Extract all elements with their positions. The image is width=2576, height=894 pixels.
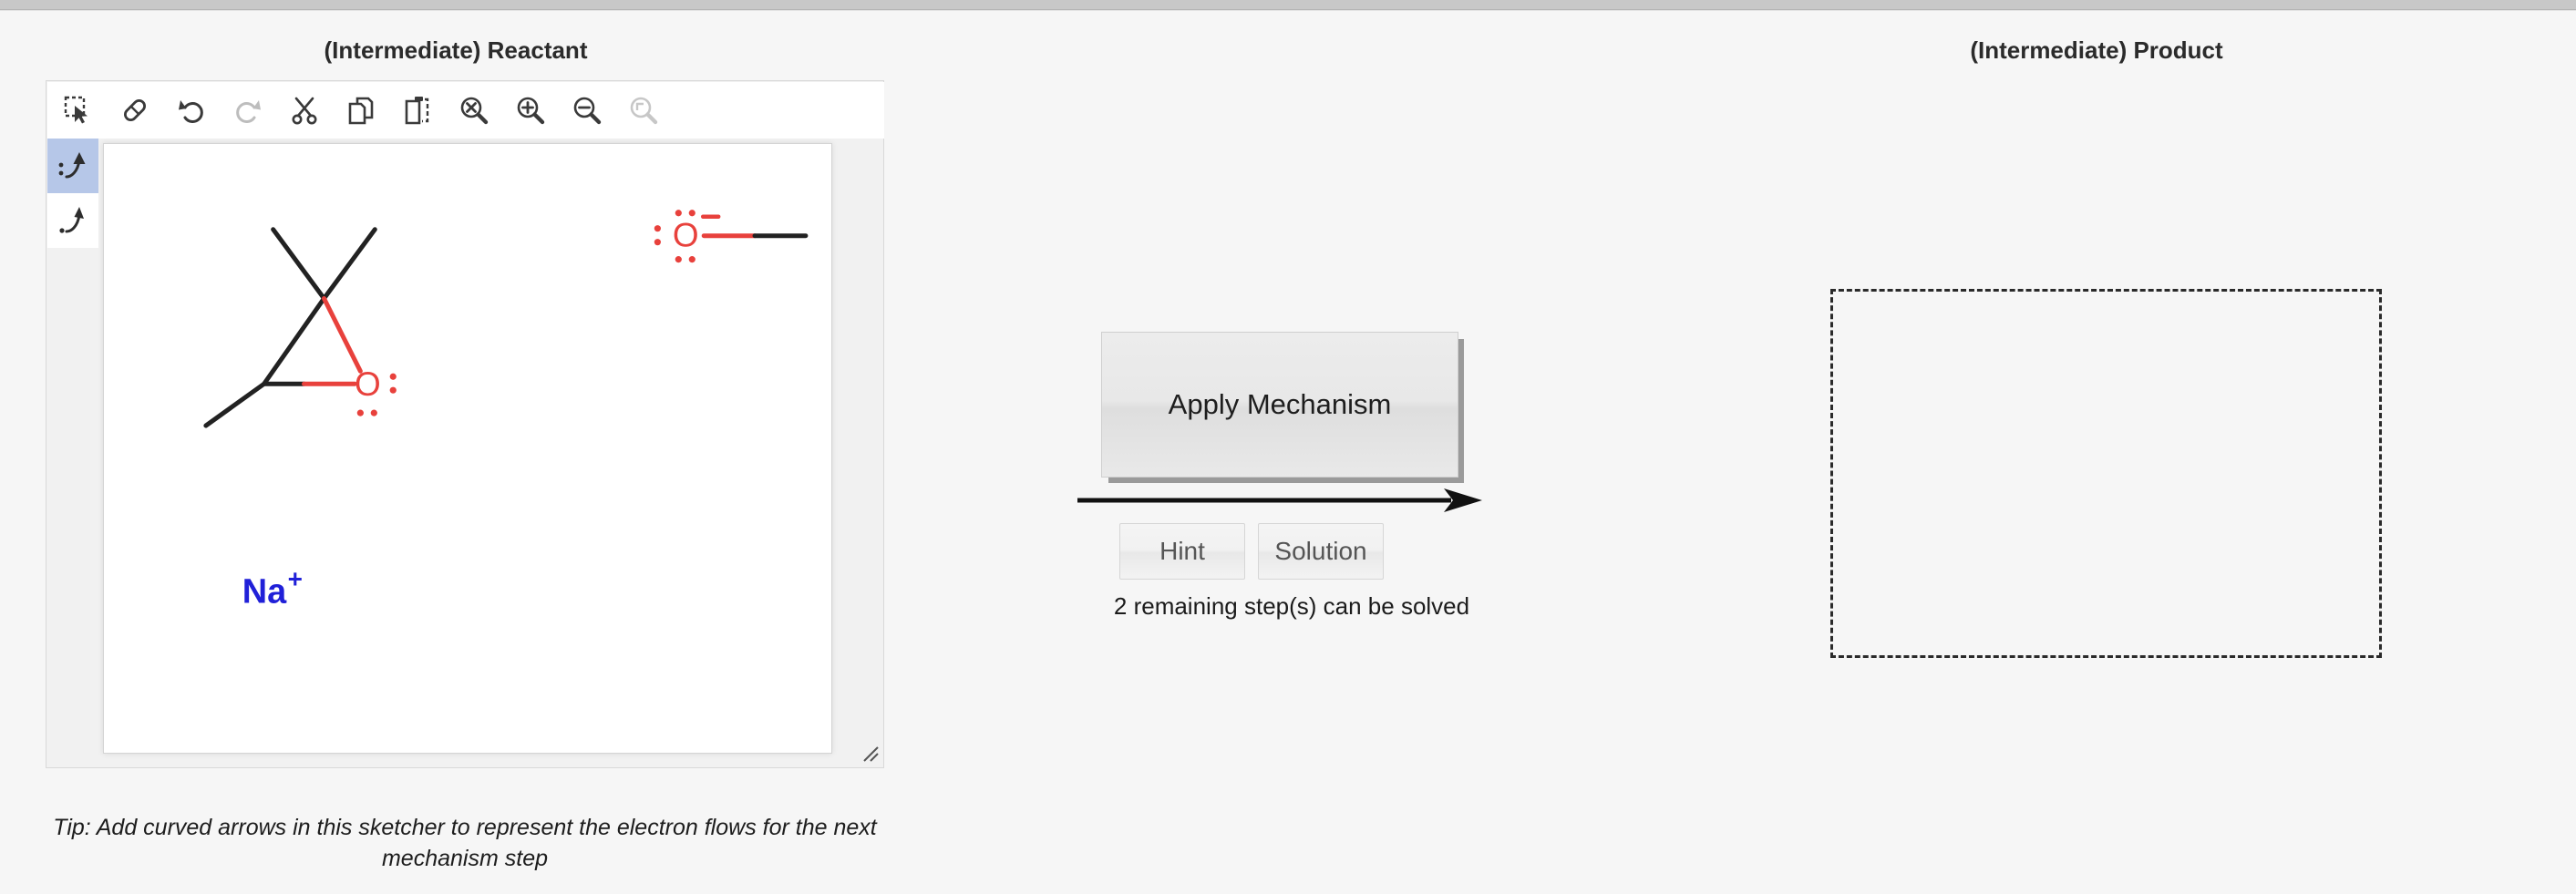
cut-icon[interactable] (283, 88, 326, 132)
page-surface: (Intermediate) Reactant (0, 10, 2576, 894)
svg-text:O: O (673, 217, 699, 254)
remaining-steps-status: 2 remaining step(s) can be solved (1113, 592, 1470, 620)
svg-text:Na: Na (242, 572, 287, 611)
hint-solution-row: Hint Solution (1119, 523, 1384, 580)
product-dropzone[interactable] (1830, 289, 2382, 658)
single-barbed-arrow-tool[interactable] (47, 193, 98, 248)
mechanism-controls: Apply Mechanism Hint Solution 2 remainin… (1076, 332, 1486, 620)
reactant-sketcher[interactable]: O O (46, 80, 884, 768)
sketcher-tip: Tip: Add curved arrows in this sketcher … (53, 815, 877, 871)
apply-mechanism-button[interactable]: Apply Mechanism (1101, 332, 1458, 478)
undo-icon[interactable] (170, 88, 213, 132)
arrow-tool-rail (47, 139, 98, 248)
copy-icon[interactable] (339, 88, 383, 132)
svg-text:+: + (288, 565, 303, 593)
reaction-arrow-icon (1077, 488, 1482, 512)
sketcher-canvas[interactable]: O O (103, 143, 832, 754)
hint-button[interactable]: Hint (1119, 523, 1245, 580)
zoom-fit-icon (622, 88, 665, 132)
reactant-panel-title: (Intermediate) Reactant (324, 36, 588, 64)
eraser-icon[interactable] (113, 88, 157, 132)
molecule-drawing: O O (203, 210, 809, 611)
product-panel-title: (Intermediate) Product (1970, 36, 2223, 64)
svg-text:O: O (355, 365, 381, 403)
zoom-reset-icon[interactable] (452, 88, 496, 132)
sketcher-resize-handle[interactable] (858, 742, 880, 764)
zoom-out-icon[interactable] (565, 88, 609, 132)
sketcher-toolbar (47, 82, 884, 139)
zoom-in-icon[interactable] (509, 88, 552, 132)
select-icon[interactable] (57, 88, 100, 132)
solution-button[interactable]: Solution (1258, 523, 1384, 580)
window-chrome-bar (0, 0, 2576, 10)
paste-icon[interactable] (396, 88, 439, 132)
double-barbed-arrow-tool[interactable] (47, 139, 98, 193)
redo-icon (226, 88, 270, 132)
